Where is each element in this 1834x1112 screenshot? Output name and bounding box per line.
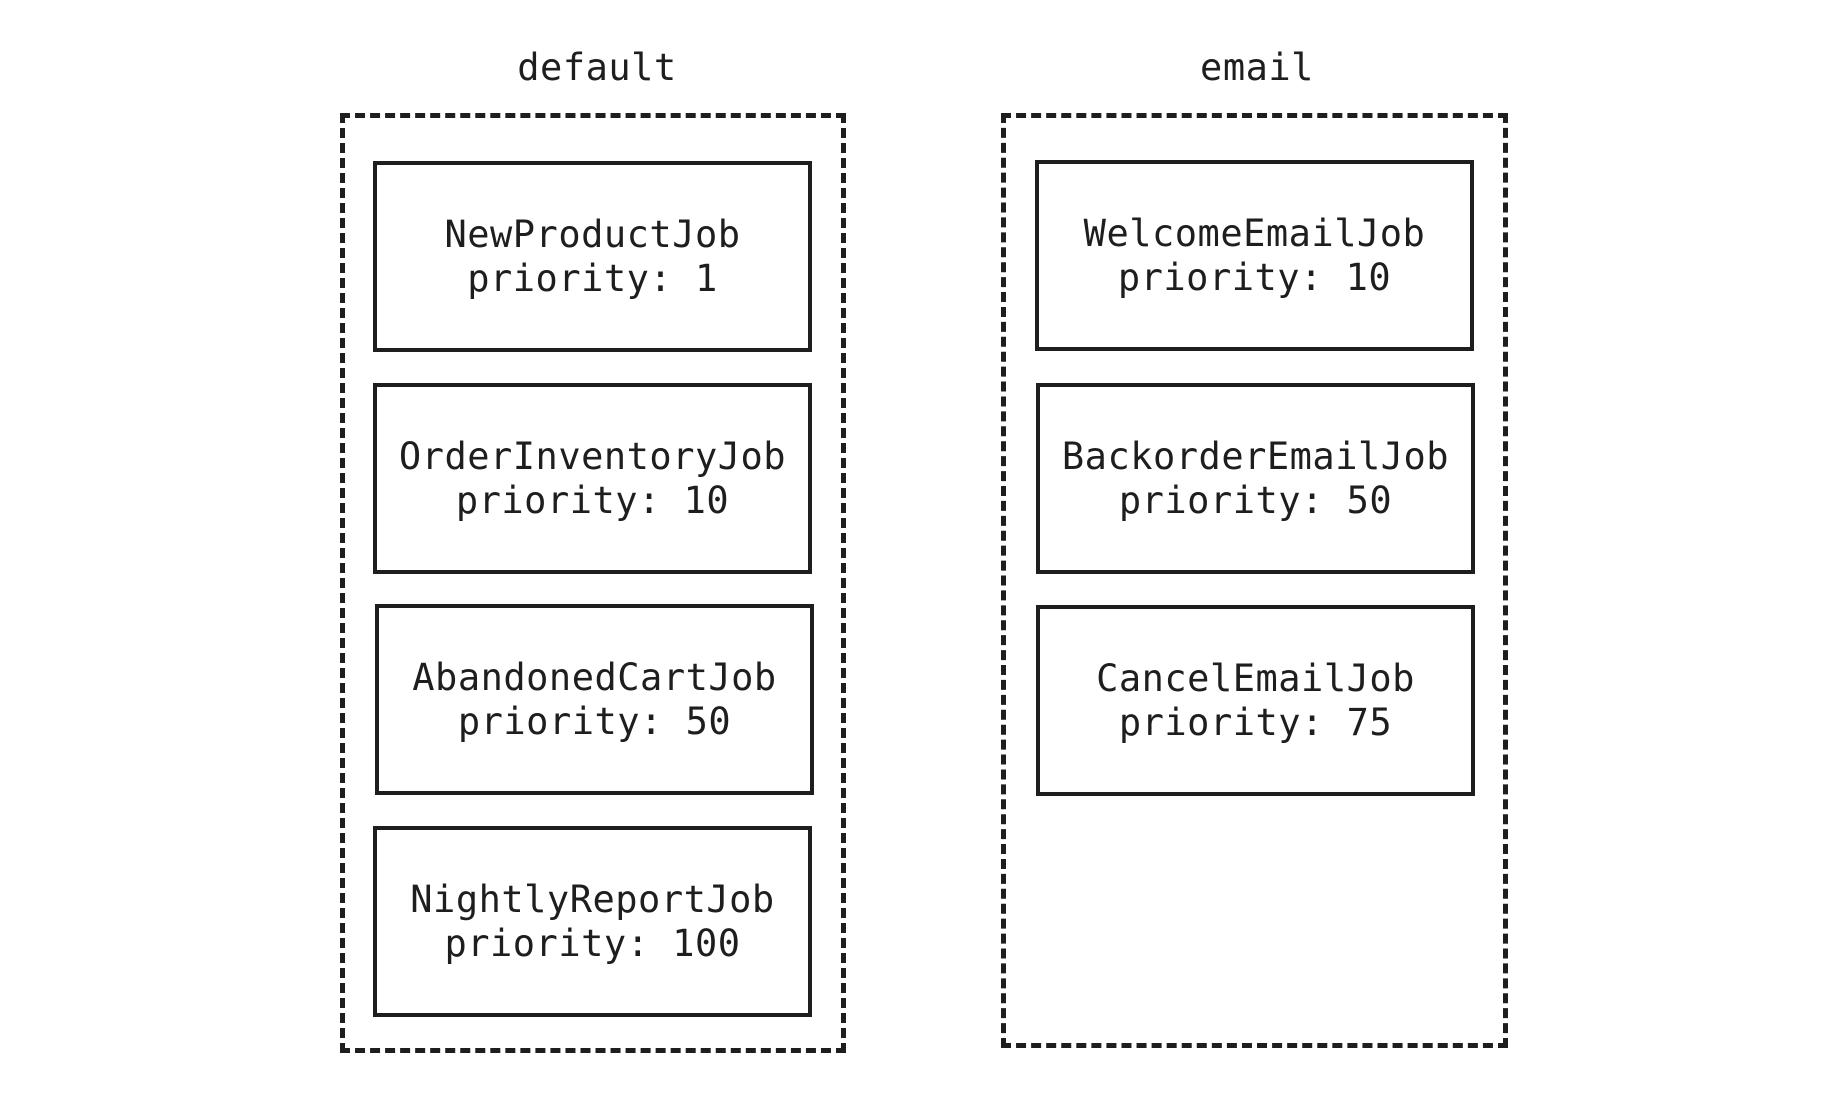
queue-title-default: default — [517, 46, 677, 89]
job-node: AbandonedCartJob priority: 50 — [375, 604, 814, 795]
job-node: NewProductJob priority: 1 — [373, 161, 812, 352]
job-name: AbandonedCartJob — [412, 655, 777, 699]
job-name: BackorderEmailJob — [1061, 434, 1450, 478]
job-node: CancelEmailJob priority: 75 — [1036, 605, 1475, 796]
job-name: CancelEmailJob — [1096, 656, 1415, 700]
job-priority: priority: 100 — [444, 921, 741, 965]
queue-container-default — [340, 113, 846, 1053]
queue-title-email: email — [1200, 46, 1314, 89]
job-node: WelcomeEmailJob priority: 10 — [1035, 160, 1474, 351]
job-priority: priority: 1 — [467, 256, 718, 300]
job-priority: priority: 10 — [1117, 255, 1392, 299]
job-priority: priority: 50 — [457, 699, 732, 743]
job-name: NewProductJob — [444, 212, 741, 256]
job-name: OrderInventoryJob — [398, 434, 787, 478]
job-name: NightlyReportJob — [410, 877, 775, 921]
job-node: BackorderEmailJob priority: 50 — [1036, 383, 1475, 574]
queue-container-email — [1001, 113, 1508, 1048]
job-priority: priority: 75 — [1118, 700, 1393, 744]
job-node: OrderInventoryJob priority: 10 — [373, 383, 812, 574]
job-name: WelcomeEmailJob — [1083, 211, 1426, 255]
job-priority: priority: 50 — [1118, 478, 1393, 522]
job-priority: priority: 10 — [455, 478, 730, 522]
job-node: NightlyReportJob priority: 100 — [373, 826, 812, 1017]
